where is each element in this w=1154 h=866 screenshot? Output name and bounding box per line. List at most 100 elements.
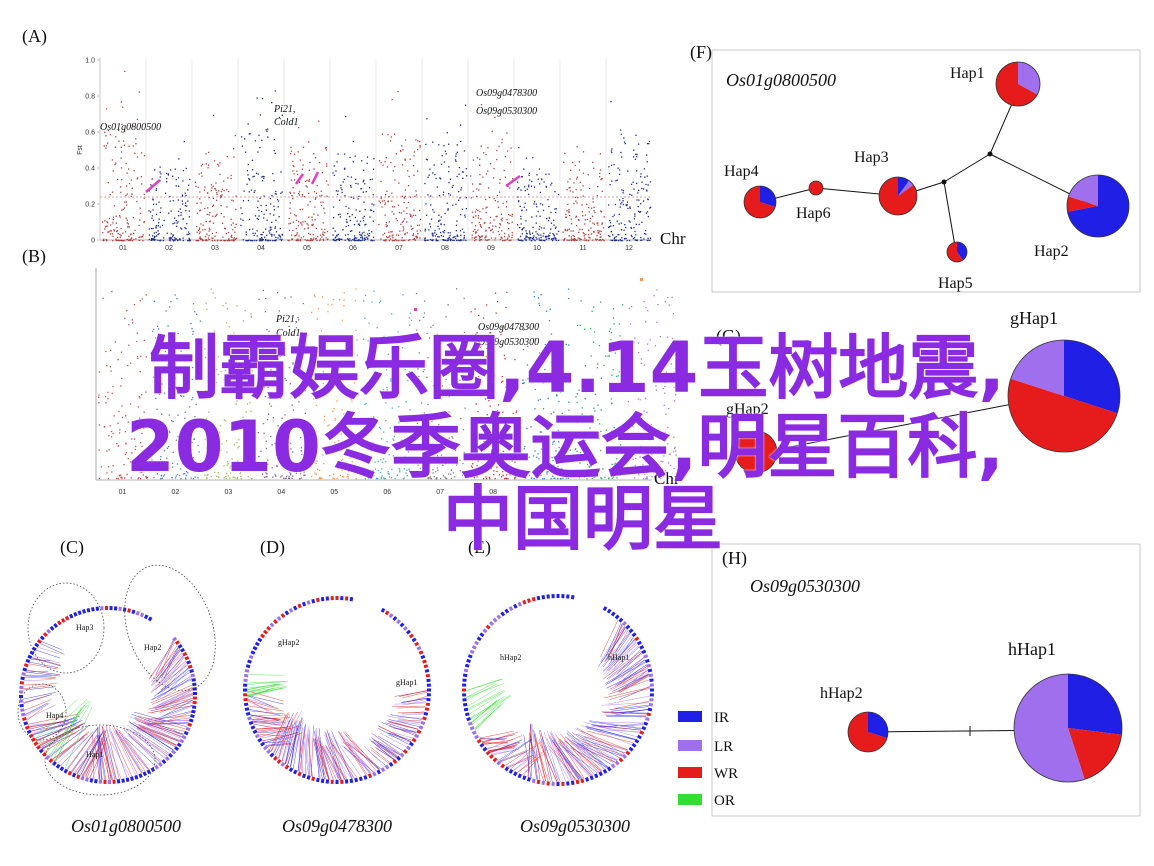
x-axis-label-chr-b: Chr <box>654 469 680 488</box>
network-g-hap2: gHap2 <box>726 401 769 418</box>
pie-h-hap1 <box>1013 673 1123 783</box>
legend: IR LR WR OR <box>678 710 738 809</box>
pie-g-hap2 <box>734 430 778 474</box>
panel-label-c: (C) <box>60 537 84 558</box>
chrom-label-b: 05 <box>330 489 338 496</box>
pie-f-hap6 <box>808 180 824 196</box>
network-f-hap3: Hap3 <box>854 149 889 166</box>
legend-swatch-or <box>678 794 702 805</box>
haplotype-circle-e <box>462 594 654 786</box>
chrom-label: 02 <box>165 245 173 252</box>
network-g-hap1: gHap1 <box>1010 308 1058 328</box>
panel-label-h: (H) <box>722 548 747 569</box>
chrom-label: 03 <box>211 245 219 252</box>
network-f-hap5: Hap5 <box>938 275 973 292</box>
chrom-label-b: 04 <box>277 489 285 496</box>
haplotype-circle-c <box>18 605 198 785</box>
caption-d: Os09g0478300 <box>282 816 392 836</box>
network-f-hap1: Hap1 <box>950 65 985 82</box>
circle-c-hap1: Hap1 <box>86 750 103 759</box>
chrom-label-b: 08 <box>489 489 497 496</box>
chrom-label: 10 <box>533 245 541 252</box>
annotation-b-cold1: Cold1 <box>276 328 300 339</box>
panel-label-g: (G) <box>716 326 741 347</box>
annotation-os01g0800500: Os01g0800500 <box>100 122 161 133</box>
network-h: hHap1 hHap2 <box>820 639 1123 783</box>
haplotype-circle-d <box>243 596 431 784</box>
y-tick-label: 1.0 <box>85 58 95 65</box>
chrom-label: 12 <box>625 245 633 252</box>
panel-label-d: (D) <box>260 537 285 558</box>
node-median <box>987 151 993 157</box>
chrom-label: 08 <box>441 245 449 252</box>
panel-label-e: (E) <box>468 537 491 558</box>
circle-e-hhap1: hHap1 <box>608 653 629 662</box>
pie-f-hap3 <box>878 176 918 216</box>
y-tick-label: 0.2 <box>85 202 95 209</box>
y-tick-label: 0 <box>91 238 95 245</box>
chrom-label: 09 <box>487 245 495 252</box>
overlay-line-3: 中国明星 <box>443 478 723 560</box>
chrom-label: 04 <box>257 245 265 252</box>
pie-f-hap4 <box>743 185 777 219</box>
chrom-label-b: 03 <box>224 489 232 496</box>
annotation-cold1: Cold1 <box>274 117 298 128</box>
pie-f-hap2 <box>1066 174 1130 238</box>
caption-c: Os01g0800500 <box>71 816 181 836</box>
network-f-hap4: Hap4 <box>724 163 759 180</box>
chrom-label: 07 <box>395 245 403 252</box>
circle-e-hhap2: hHap2 <box>500 653 521 662</box>
annotation-b-os09g0478300: Os09g0478300 <box>478 322 539 333</box>
legend-swatch-lr <box>678 740 702 751</box>
legend-label-ir: IR <box>714 710 729 726</box>
annotation-b-pi21: Pi21, <box>275 314 297 325</box>
chrom-label-b: 07 <box>436 489 444 496</box>
annotation-os09g0530300: Os09g0530300 <box>476 106 537 117</box>
legend-label-wr: WR <box>714 766 738 782</box>
chrom-label-b: 02 <box>172 489 180 496</box>
pie-g-hap1 <box>1007 339 1121 453</box>
chrom-label: 01 <box>119 245 127 252</box>
caption-e: Os09g0530300 <box>520 816 630 836</box>
overlay-line-1: 制霸娱乐圈,4.14玉树地震, <box>149 327 1005 409</box>
y-axis-label: Fst <box>77 145 84 155</box>
legend-label-lr: LR <box>714 739 733 755</box>
annotation-os09g0478300: Os09g0478300 <box>476 88 537 99</box>
legend-swatch-ir <box>678 711 702 722</box>
panel-label-b: (B) <box>22 246 46 267</box>
network-h-gene: Os09g0530300 <box>750 576 860 596</box>
manhattan-plot-a: Fst 0 0.2 0.4 0.6 0.8 1.0 01 02 03 04 05 06 07 08 09 1… <box>77 58 686 253</box>
network-g: gHap1 gHap2 <box>726 308 1121 474</box>
y-tick-label: 0.6 <box>85 130 95 137</box>
y-tick-label: 0.8 <box>85 94 95 101</box>
panel-label-a: (A) <box>22 26 47 47</box>
pie-f-hap1 <box>995 61 1041 107</box>
network-f-hap2: Hap2 <box>1034 243 1069 260</box>
node-median <box>941 179 947 185</box>
overlay-line-2: 2010冬季奥运会,明星百科, <box>125 406 1004 488</box>
legend-label-or: OR <box>714 793 735 809</box>
network-f: Hap1 Hap2 Hap3 Hap4 Hap5 Hap6 <box>724 61 1130 292</box>
y-tick-label: 0.4 <box>85 166 95 173</box>
circle-c-hap3: Hap3 <box>76 623 93 632</box>
network-f-hap6: Hap6 <box>796 205 831 222</box>
circle-c-hap2: Hap2 <box>144 643 161 652</box>
chrom-label: 05 <box>303 245 311 252</box>
circle-c-hap4: Hap4 <box>46 711 63 720</box>
circle-d-ghap2: gHap2 <box>278 638 299 647</box>
network-h-hap1: hHap1 <box>1008 639 1056 659</box>
network-h-hap2: hHap2 <box>820 685 863 702</box>
pie-f-hap5 <box>946 241 968 263</box>
legend-swatch-wr <box>678 767 702 778</box>
x-axis-label-chr: Chr <box>660 229 686 248</box>
chrom-label-b: 06 <box>383 489 391 496</box>
annotation-b-os09g0530300: Os09g0530300 <box>478 337 539 348</box>
chrom-label: 06 <box>349 245 357 252</box>
manhattan-plot-b: 01 02 03 04 05 06 07 08 Pi21, Cold1 Os09g047830… <box>95 268 680 496</box>
pie-h-hap2 <box>847 711 889 753</box>
network-f-gene: Os01g0800500 <box>726 70 836 90</box>
chrom-label: 11 <box>579 245 586 252</box>
annotation-pi21: Pi21, <box>273 104 295 115</box>
chrom-label-b: 01 <box>119 489 127 496</box>
